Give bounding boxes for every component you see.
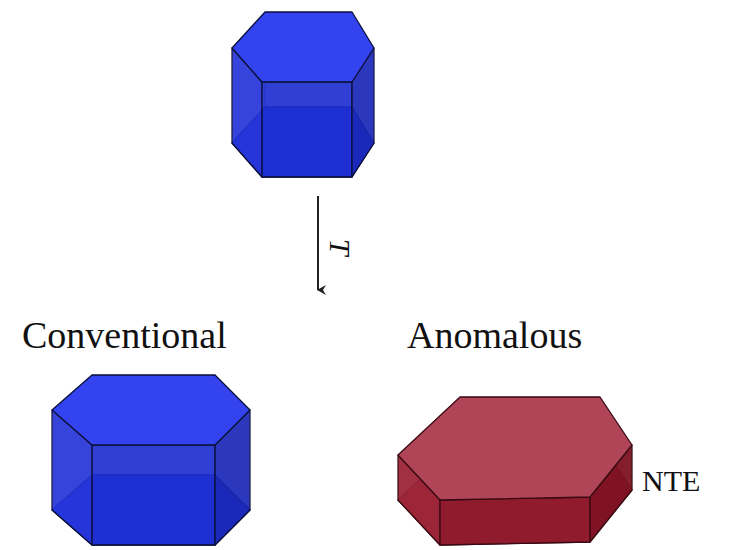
hexagonal-prism	[52, 375, 250, 545]
temperature-arrow	[317, 196, 319, 290]
hexagonal-prism	[232, 12, 374, 177]
case-label: Conventional	[22, 316, 227, 354]
effect-label: NTE	[642, 466, 700, 496]
flattened-prism	[398, 397, 632, 545]
temperature-label: T	[325, 239, 355, 256]
case-label: Anomalous	[407, 316, 582, 354]
